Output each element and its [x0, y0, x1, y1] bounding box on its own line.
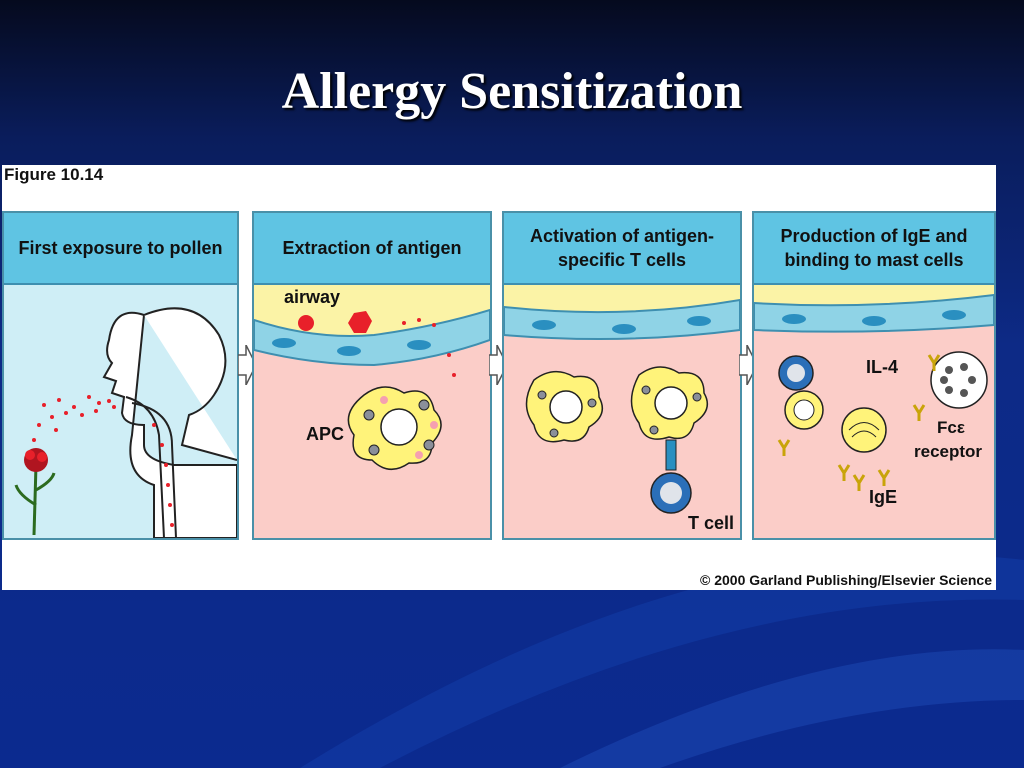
receptor-label: receptor — [914, 442, 982, 461]
antigen-extraction-illustration: airway APC — [254, 285, 490, 470]
panel-title: Activation of antigen-specific T cells — [504, 213, 740, 285]
il4-label: IL-4 — [866, 357, 898, 377]
panel-title: Production of IgE and binding to mast ce… — [754, 213, 994, 285]
panel-extraction: Extraction of antigen airway APC — [252, 211, 492, 540]
pollen-exposure-illustration — [4, 285, 237, 538]
panel-ige-production: Production of IgE and binding to mast ce… — [752, 211, 996, 540]
t-cell-label: T cell — [688, 513, 734, 533]
apc-label: APC — [306, 424, 344, 444]
arrow-icon — [237, 344, 257, 390]
panel-title: Extraction of antigen — [254, 213, 490, 285]
ige-label: IgE — [869, 487, 897, 507]
ige-binding-illustration: IL-4 Fcε receptor IgE — [754, 285, 994, 507]
slide-title: Allergy Sensitization — [281, 63, 743, 120]
airway-label: airway — [284, 287, 340, 307]
panel-title: First exposure to pollen — [4, 213, 237, 285]
figure-label: Figure 10.14 — [4, 165, 104, 184]
figure: Figure 10.14 First exposure to pollen — [2, 165, 996, 590]
panel-activation: Activation of antigen-specific T cells T… — [502, 211, 742, 540]
fce-label: Fcε — [937, 418, 965, 437]
t-cell-activation-illustration: T cell — [504, 285, 740, 533]
copyright-credit: © 2000 Garland Publishing/Elsevier Scien… — [700, 572, 992, 588]
panel-first-exposure: First exposure to pollen — [2, 211, 239, 540]
